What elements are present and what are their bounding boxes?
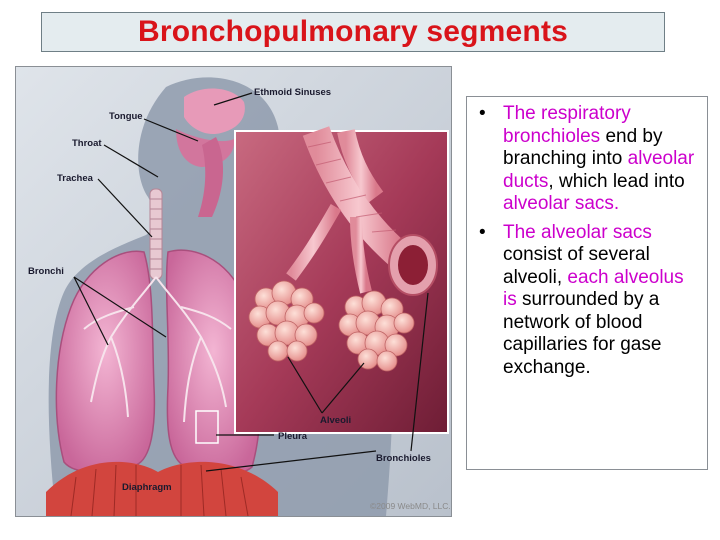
- bullet-item-2: • The alveolar sacs consist of several al…: [477, 222, 697, 380]
- bullet-dot-icon: •: [479, 221, 486, 243]
- text-the-alveolar-sacs: The alveolar sacs: [503, 221, 652, 243]
- text-each-alveolus-is: each alveolus is: [503, 266, 684, 311]
- text-end-by-branching: end by branching into: [503, 125, 663, 170]
- bullet-dot-icon: •: [479, 103, 486, 124]
- trachea-rings: [150, 198, 162, 270]
- respiratory-illustration: Ethmoid Sinuses Tongue Throat Trachea Br…: [15, 66, 452, 517]
- text-which-lead-into: , which lead into: [548, 170, 685, 192]
- diaphragm-muscle: [46, 461, 278, 516]
- title-box: Bronchopulmonary segments: [41, 12, 665, 52]
- label-pointer-lines: [73, 92, 429, 472]
- text-alveolar-sacs: alveolar sacs.: [503, 193, 620, 214]
- label-alveoli: Alveoli: [320, 415, 351, 426]
- text-surrounded-by: surrounded by a network of blood capilla…: [503, 289, 662, 378]
- bullet-text-box: • The respiratory bronchioles end by bran…: [466, 96, 708, 470]
- label-pleura: Pleura: [278, 431, 308, 442]
- label-trachea: Trachea: [57, 173, 94, 184]
- label-throat: Throat: [72, 138, 102, 149]
- label-bronchi: Bronchi: [28, 266, 64, 277]
- diaphragm-striations: [70, 464, 249, 516]
- slide-title: Bronchopulmonary segments: [137, 15, 569, 48]
- trachea-tube: [149, 188, 163, 280]
- label-diaphragm: Diaphragm: [122, 482, 172, 493]
- bronchial-tree: [83, 276, 232, 423]
- label-ethmoid-sinuses: Ethmoid Sinuses: [254, 87, 331, 98]
- text-consist-of-several: consist of several alveoli,: [503, 244, 650, 288]
- alveoli-inset: [234, 126, 449, 434]
- label-bronchioles: Bronchioles: [376, 453, 431, 464]
- detail-callout-box: [195, 410, 219, 444]
- bullet-item-1: • The respiratory bronchioles end by bran…: [477, 103, 697, 216]
- bullet-list: • The respiratory bronchioles end by bran…: [477, 103, 697, 379]
- label-tongue: Tongue: [109, 111, 143, 122]
- text-alveolar-ducts: alveolar ducts: [503, 148, 695, 192]
- copyright-notice: ©2009 WebMD, LLC.: [370, 501, 451, 511]
- text-respiratory-bronchioles: The respiratory bronchioles: [503, 103, 631, 147]
- pharynx: [198, 137, 224, 217]
